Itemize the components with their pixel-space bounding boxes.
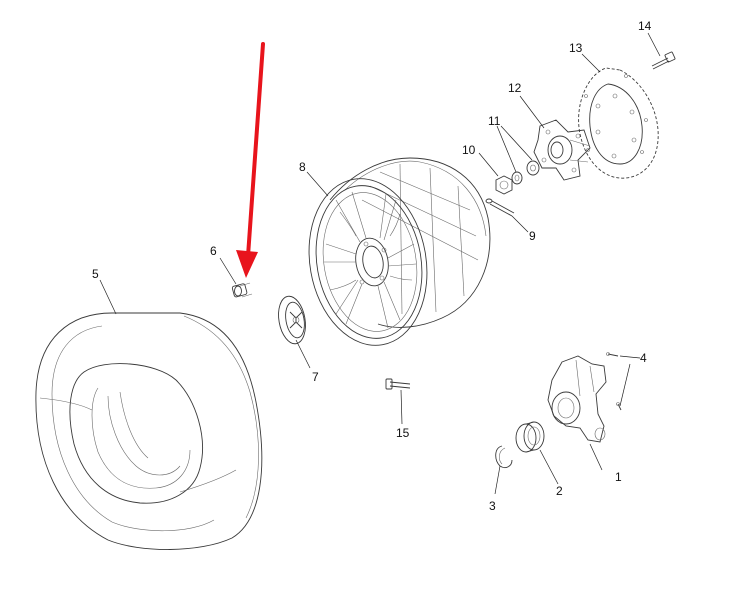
snap-ring [495,445,513,469]
label-part-8: 8 [299,160,306,174]
label-part-6: 6 [210,244,217,258]
center-cap [278,295,306,345]
cotter-pin [485,198,515,217]
lug-nut [231,282,253,298]
wheel-hub [533,119,591,181]
label-part-7: 7 [312,370,319,384]
label-part-3: 3 [489,499,496,513]
label-part-2: 2 [556,484,563,498]
label-part-11: 11 [488,114,501,128]
brake-disc [578,67,659,179]
wheel-bearing [515,421,545,453]
small-pins [606,352,622,411]
tire [35,312,263,550]
label-part-14: 14 [638,19,652,33]
wheel-rim [308,157,491,346]
label-part-5: 5 [92,267,99,281]
brake-bolt [651,51,676,70]
label-part-12: 12 [508,81,522,95]
pin-bolt [385,378,411,390]
label-part-10: 10 [462,143,476,157]
castle-nut [495,175,513,195]
red-arrow [236,42,265,278]
label-part-15: 15 [396,426,410,440]
label-part-9: 9 [529,229,536,243]
steering-knuckle [547,355,607,443]
label-part-13: 13 [569,41,583,55]
leader-lines [99,32,661,495]
label-part-4: 4 [640,351,647,365]
label-part-1: 1 [615,470,622,484]
washers [511,160,540,185]
